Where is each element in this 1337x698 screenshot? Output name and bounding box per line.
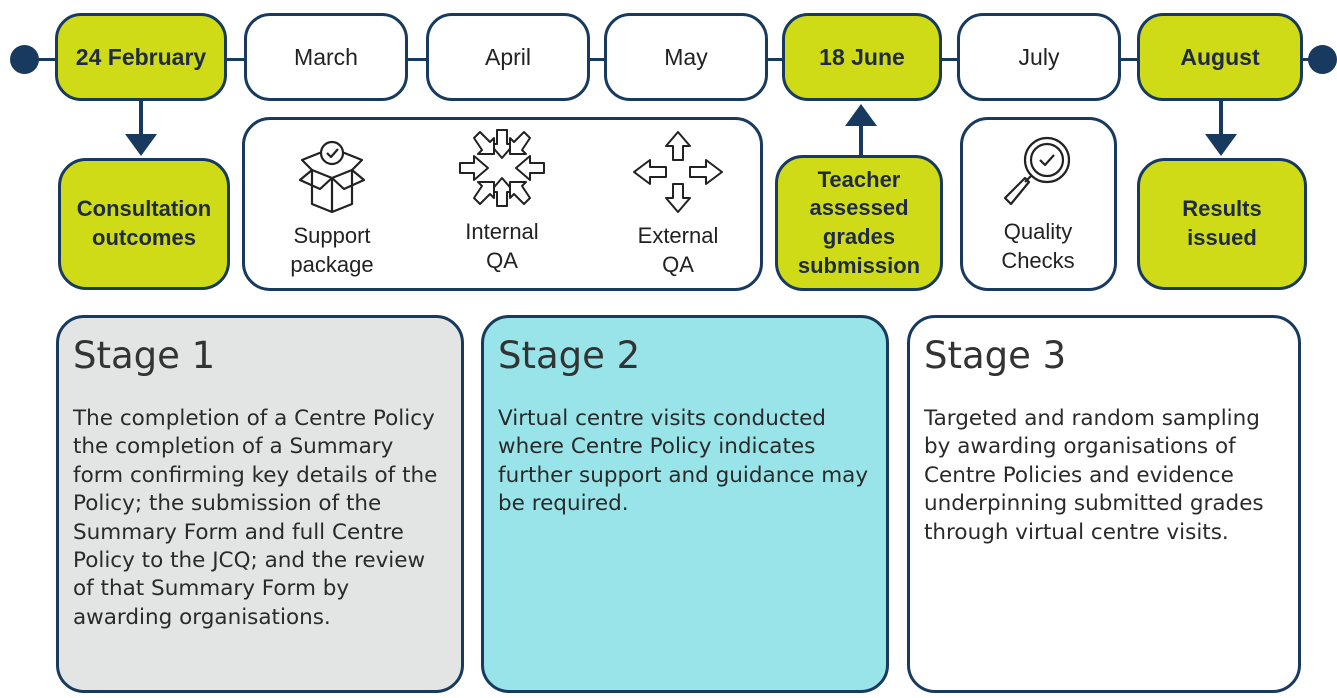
month-february: 24 February [55, 13, 227, 101]
arrow-up-line-june [859, 122, 863, 160]
arrow-down-head-aug [1205, 134, 1237, 156]
stage-1-title: Stage 1 [73, 334, 216, 377]
external-qa-item: External QA [608, 130, 748, 279]
stage-1-text: The completion of a Centre Policy the co… [73, 406, 438, 630]
box-icon [298, 140, 366, 214]
month-july: July [957, 13, 1121, 101]
support-package-label: Support package [290, 223, 374, 277]
stage-3-title: Stage 3 [924, 334, 1067, 377]
arrow-down-line-feb [139, 100, 143, 138]
callout-consultation-outcomes: Consultation outcomes [58, 158, 230, 290]
month-june: 18 June [782, 13, 942, 101]
stage-2-card: Stage 2 Virtual centre visits conducted … [481, 315, 889, 693]
stage-3-card: Stage 3 Targeted and random sampling by … [907, 315, 1301, 693]
timeline-end-dot [1308, 45, 1337, 74]
support-package-item: Support package [262, 138, 402, 279]
external-qa-label: External QA [637, 223, 719, 277]
callout-consultation-label: Consultation outcomes [76, 196, 212, 250]
quality-checks-item: Quality Checks [968, 134, 1108, 275]
arrow-up-head-june [845, 104, 877, 126]
callout-results-label: Results issued [1182, 196, 1262, 250]
stage-2-title: Stage 2 [498, 334, 641, 377]
callout-results-issued: Results issued [1137, 158, 1307, 290]
arrows-outward-icon [633, 131, 723, 213]
callout-teacher-label: Teacher assessed grades submission [797, 166, 921, 278]
callout-teacher-grades: Teacher assessed grades submission [775, 155, 943, 291]
timeline-start-dot [10, 45, 39, 74]
internal-qa-label: Internal QA [465, 219, 539, 273]
month-may: May [604, 13, 768, 101]
arrows-inward-icon [459, 129, 545, 207]
quality-checks-label: Quality Checks [1001, 219, 1075, 273]
magnifier-icon [1003, 136, 1071, 206]
month-august: August [1137, 13, 1303, 101]
stage-2-text: Virtual centre visits conducted where Ce… [498, 406, 869, 517]
arrow-down-head-feb [125, 134, 157, 156]
internal-qa-item: Internal QA [432, 126, 572, 275]
month-april: April [426, 13, 590, 101]
stage-3-text: Targeted and random sampling by awarding… [924, 406, 1264, 545]
stage-1-card: Stage 1 The completion of a Centre Polic… [56, 315, 464, 693]
month-march: March [244, 13, 408, 101]
arrow-down-line-aug [1219, 100, 1223, 138]
